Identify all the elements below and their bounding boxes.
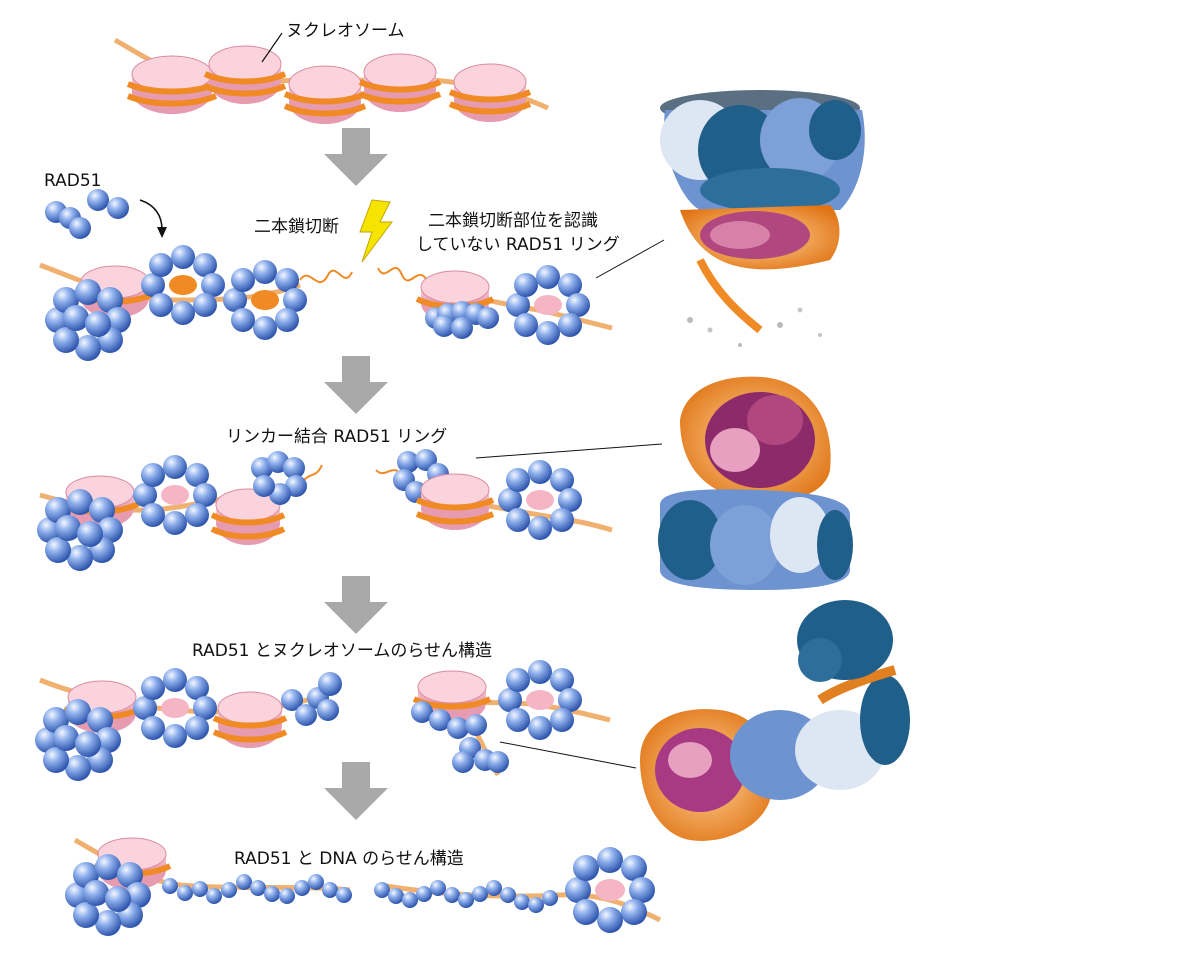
label-nucleosome: ヌクレオソーム bbox=[286, 21, 405, 41]
label-dna-helix: RAD51 と DNA のらせん構造 bbox=[234, 849, 464, 869]
row5-right-fiber bbox=[374, 847, 662, 933]
label-double-strand-break: 二本鎖切断 bbox=[254, 217, 339, 237]
label-unrecognized-line1: 二本鎖切断部位を認識 bbox=[428, 211, 598, 231]
leader-line-row2 bbox=[595, 239, 665, 279]
rad51-filament bbox=[411, 701, 509, 773]
rad51-ring bbox=[425, 301, 499, 339]
nucleosome bbox=[448, 63, 532, 122]
nucleosome-array: ヌクレオソーム bbox=[113, 21, 550, 124]
rad51-ring bbox=[45, 279, 131, 361]
row5-left-fiber bbox=[65, 837, 352, 936]
rad51-ring bbox=[35, 699, 121, 781]
down-arrow-2 bbox=[324, 356, 388, 414]
nucleosome bbox=[283, 65, 367, 124]
rad51-ring bbox=[565, 847, 655, 933]
label-nucleosome-helix: RAD51 とヌクレオソームのらせん構造 bbox=[192, 641, 492, 661]
rad51-ring bbox=[223, 260, 307, 340]
label-rad51: RAD51 bbox=[44, 171, 101, 191]
nucleosome bbox=[212, 691, 288, 748]
rad51-filament bbox=[162, 874, 352, 904]
row4-left-fiber bbox=[35, 668, 342, 781]
down-arrow-1 bbox=[324, 128, 388, 186]
label-unrecognized-line2: していない RAD51 リング bbox=[416, 235, 620, 255]
leader-line-row3 bbox=[475, 443, 663, 459]
leader-line-row4 bbox=[499, 741, 637, 769]
rad51-ring bbox=[133, 455, 217, 535]
dna-break-end-right bbox=[377, 267, 429, 283]
row2-left-fiber bbox=[39, 245, 353, 361]
rad51-ring bbox=[37, 489, 123, 571]
rad51-filament bbox=[281, 672, 342, 726]
label-linker-ring: リンカー結合 RAD51 リング bbox=[226, 427, 447, 447]
cryo-em-map-1 bbox=[660, 90, 865, 347]
row2-right-fiber bbox=[377, 265, 613, 345]
cryo-em-map-3 bbox=[640, 600, 910, 841]
rad51-monomers: RAD51 bbox=[44, 171, 167, 239]
nucleosome-leader-line bbox=[261, 32, 283, 63]
cryo-em-map-2 bbox=[658, 376, 853, 590]
down-arrow-4 bbox=[324, 762, 388, 820]
rad51-ring bbox=[65, 854, 151, 936]
label-unrecognized-ring: 二本鎖切断部位を認識 していない RAD51 リング bbox=[416, 211, 620, 255]
rad51-filament bbox=[374, 880, 558, 913]
nucleosome bbox=[415, 473, 495, 530]
dna-break-end-left bbox=[299, 269, 353, 283]
down-arrow-3 bbox=[324, 576, 388, 634]
rad51-ring bbox=[498, 660, 582, 740]
nucleosome bbox=[203, 45, 287, 104]
row3-right-fiber bbox=[375, 449, 613, 540]
curved-arrow bbox=[139, 199, 163, 231]
nucleosome bbox=[358, 53, 442, 112]
nucleosome bbox=[126, 55, 218, 114]
dsb-label-group: 二本鎖切断 bbox=[254, 199, 393, 263]
rad51-ring bbox=[251, 451, 307, 505]
rad51-ring bbox=[506, 265, 590, 345]
row3-left-fiber bbox=[37, 451, 323, 571]
row4-right-fiber bbox=[411, 660, 611, 777]
lightning-bolt-icon bbox=[359, 199, 393, 263]
rad51-ring bbox=[133, 668, 217, 748]
rad51-ring bbox=[141, 245, 225, 325]
rad51-ring bbox=[498, 460, 582, 540]
